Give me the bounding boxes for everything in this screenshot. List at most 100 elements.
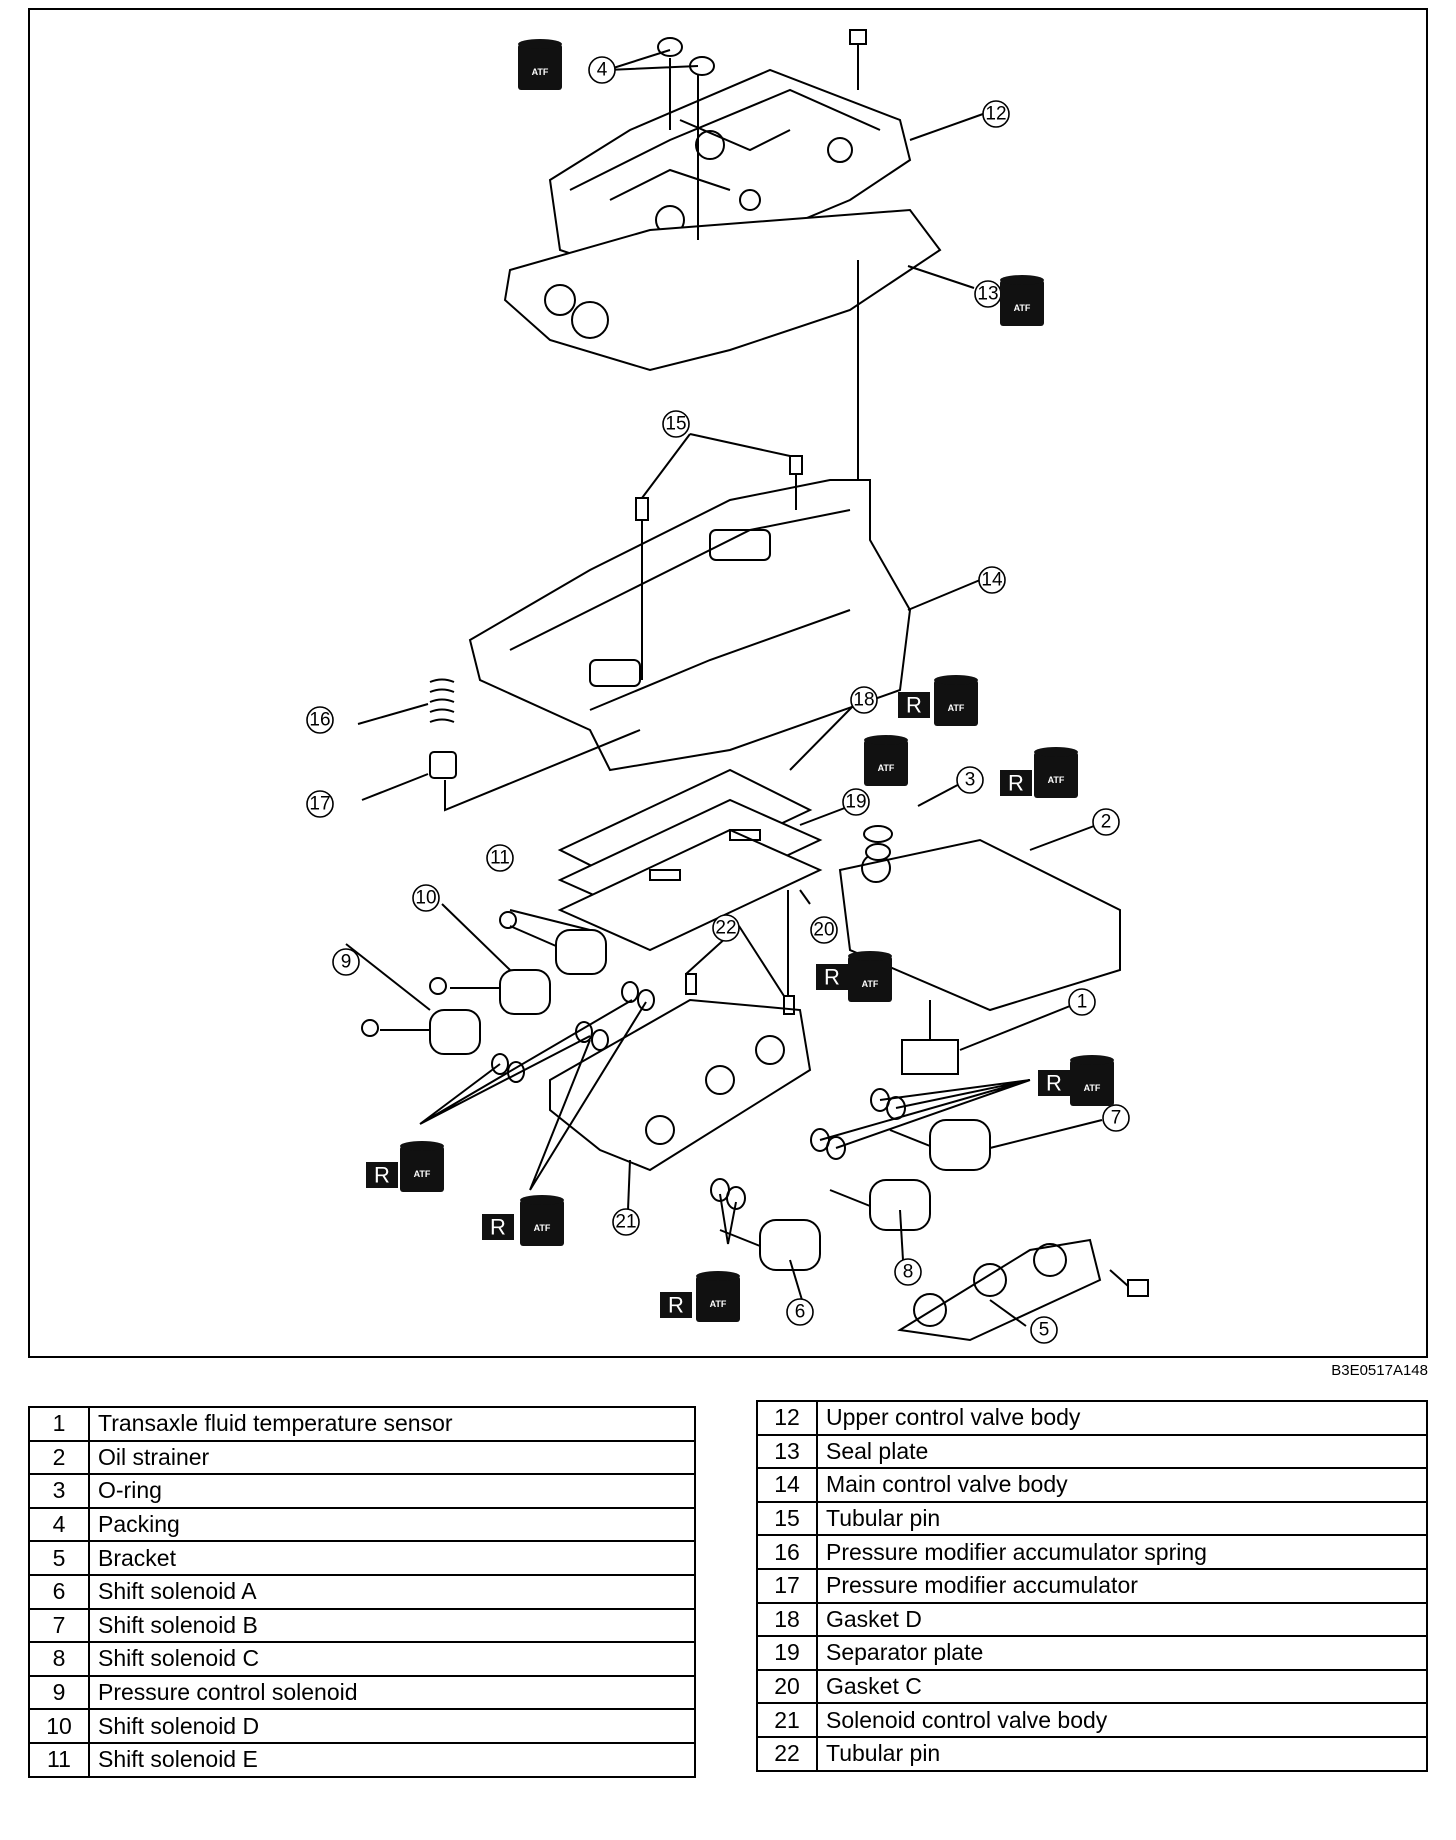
part-name: Solenoid control valve body — [816, 1702, 1428, 1738]
part-number: 5 — [28, 1540, 90, 1576]
part-number: 20 — [756, 1668, 818, 1705]
part-number: 13 — [756, 1433, 818, 1470]
svg-text:ATF: ATF — [862, 979, 879, 989]
svg-text:R: R — [668, 1293, 684, 1318]
callout-9: 9 — [332, 948, 360, 976]
bolt-bracket — [1109, 1269, 1149, 1297]
part-number: 1 — [28, 1406, 90, 1442]
replace-icon: R — [898, 692, 930, 718]
part-number: 16 — [756, 1534, 818, 1570]
part-name: Upper control valve body — [816, 1400, 1428, 1436]
tubular-pins-22 — [685, 890, 795, 1015]
atf-icon: ATF — [1000, 275, 1044, 326]
callout-1: 1 — [1068, 988, 1096, 1016]
part-name: Separator plate — [816, 1635, 1428, 1671]
svg-text:7: 7 — [1111, 1108, 1122, 1129]
callout-6: 6 — [786, 1298, 814, 1326]
svg-text:ATF: ATF — [878, 763, 895, 773]
shift-solenoid-e — [499, 911, 607, 975]
part-name: Tubular pin — [816, 1735, 1428, 1772]
svg-text:R: R — [1046, 1071, 1062, 1096]
replace-icon: R — [482, 1214, 514, 1240]
callout-22: 22 — [712, 914, 740, 942]
part-number: 12 — [756, 1400, 818, 1436]
part-name: Gasket D — [816, 1601, 1428, 1638]
main-control-valve-body — [468, 479, 912, 772]
callout-7: 7 — [1102, 1104, 1130, 1132]
part-name: Seal plate — [816, 1433, 1428, 1470]
callout-13: 13 — [974, 280, 1002, 308]
atf-icon: ATF — [864, 735, 908, 786]
callout-17: 17 — [306, 790, 334, 818]
svg-text:14: 14 — [981, 570, 1003, 591]
shift-solenoid-b — [889, 1119, 991, 1171]
part-number: 9 — [28, 1674, 90, 1711]
o-ring — [863, 825, 893, 843]
svg-text:5: 5 — [1039, 1320, 1050, 1341]
svg-text:2: 2 — [1101, 812, 1112, 833]
replace-icon: R — [366, 1162, 398, 1188]
callout-12: 12 — [982, 100, 1010, 128]
oil-strainer — [838, 838, 1121, 1012]
part-name: Main control valve body — [816, 1467, 1428, 1503]
svg-text:R: R — [490, 1215, 506, 1240]
svg-text:ATF: ATF — [1014, 303, 1031, 313]
bracket — [897, 1238, 1102, 1342]
svg-text:21: 21 — [615, 1212, 636, 1233]
part-number: 11 — [28, 1741, 90, 1778]
part-name: Shift solenoid D — [88, 1708, 696, 1744]
part-number: 6 — [28, 1573, 90, 1610]
svg-text:6: 6 — [795, 1302, 806, 1323]
atf-icon: ATF — [1034, 747, 1078, 798]
svg-text:ATF: ATF — [710, 1299, 727, 1309]
callout-14: 14 — [978, 566, 1006, 594]
svg-text:ATF: ATF — [534, 1223, 551, 1233]
svg-text:R: R — [824, 965, 840, 990]
svg-text:3: 3 — [965, 770, 976, 791]
svg-text:R: R — [906, 693, 922, 718]
atf-icon: ATF — [520, 1195, 564, 1246]
svg-text:4: 4 — [597, 60, 608, 81]
callout-10: 10 — [412, 884, 440, 912]
part-number: 2 — [28, 1439, 90, 1476]
part-name: Pressure modifier accumulator — [816, 1567, 1428, 1604]
part-number: 14 — [756, 1467, 818, 1503]
tubular-pins-15 — [635, 455, 803, 680]
part-number: 19 — [756, 1635, 818, 1671]
atf-icon: ATF — [1070, 1055, 1114, 1106]
svg-text:9: 9 — [341, 952, 352, 973]
part-number: 15 — [756, 1500, 818, 1537]
part-name: Shift solenoid C — [88, 1641, 696, 1677]
shift-solenoid-d — [429, 969, 551, 1015]
callout-19: 19 — [842, 788, 870, 816]
svg-text:1: 1 — [1077, 992, 1088, 1013]
callout-15: 15 — [662, 410, 690, 438]
callout-2: 2 — [1092, 808, 1120, 836]
part-name: Tubular pin — [816, 1500, 1428, 1537]
svg-text:17: 17 — [309, 794, 330, 815]
part-name: Gasket C — [816, 1668, 1428, 1705]
svg-text:13: 13 — [977, 284, 998, 305]
callout-8: 8 — [894, 1258, 922, 1286]
part-name: Shift solenoid B — [88, 1607, 696, 1644]
svg-text:12: 12 — [985, 104, 1006, 125]
part-name: Shift solenoid A — [88, 1573, 696, 1610]
atf-icon: ATF — [934, 675, 978, 726]
replace-icon: R — [660, 1292, 692, 1318]
callout-21: 21 — [612, 1208, 640, 1236]
svg-text:ATF: ATF — [532, 67, 549, 77]
atf-icon: ATF — [400, 1141, 444, 1192]
